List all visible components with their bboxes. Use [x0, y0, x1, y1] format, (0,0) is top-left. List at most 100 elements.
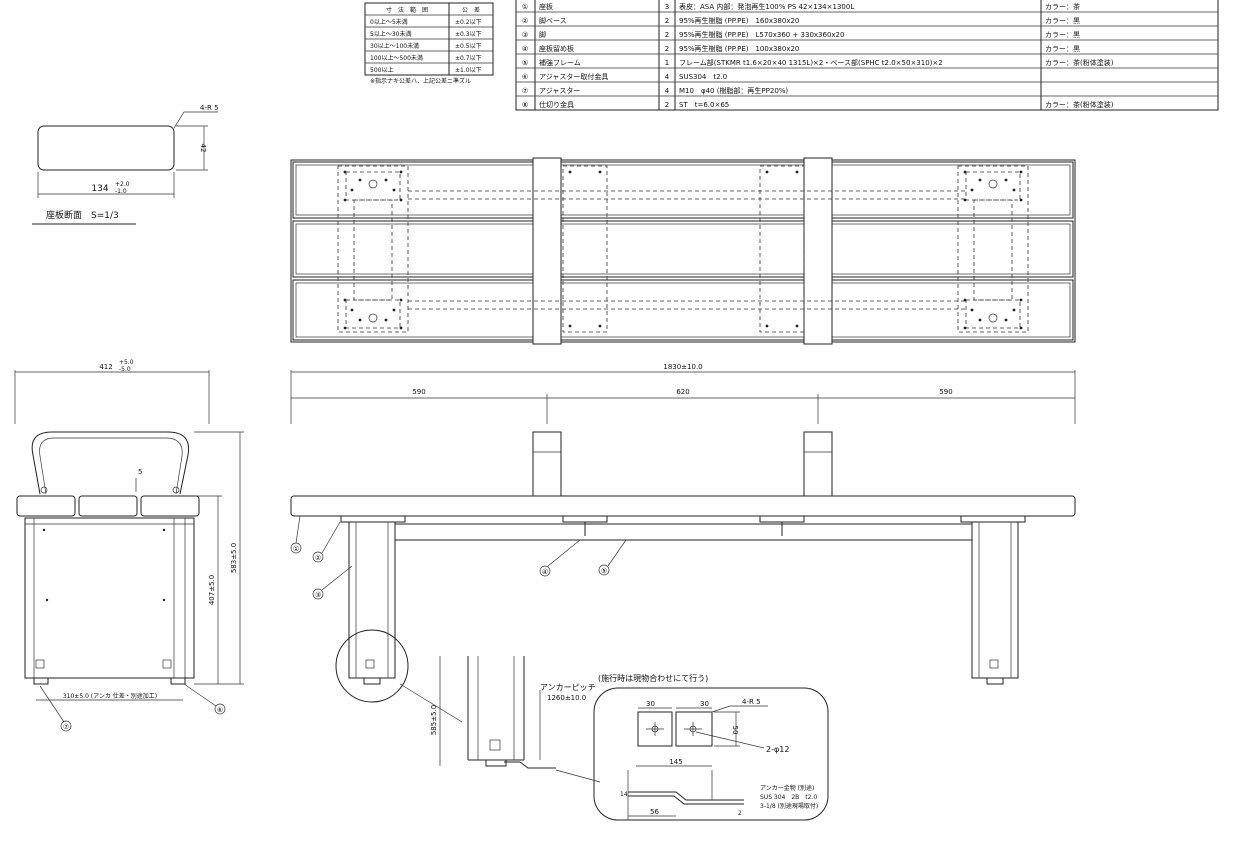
bolt-hole: [963, 298, 967, 302]
bolt-hole: [795, 324, 799, 328]
bolt-hole: [963, 198, 967, 202]
anchor-note: (施行時は現物合わせにて行う): [598, 673, 708, 683]
bolt-hole: [399, 298, 403, 302]
part-number: ③: [522, 31, 528, 39]
part-spec: 95%再生樹脂 (PP.PE) 100x380x20: [679, 44, 799, 53]
part-qty: 3: [665, 3, 669, 11]
anchor-dim-30a: 30: [646, 700, 655, 708]
partition-bar: [532, 431, 562, 497]
adjuster: [170, 677, 186, 685]
bolt-hole: [1012, 188, 1016, 192]
bolt-hole: [358, 178, 362, 182]
bolt-hole: [399, 170, 403, 174]
callout-2: ②: [315, 554, 321, 562]
anchor-spec-2: SUS 304 2B t2.0: [760, 794, 817, 801]
bolt-hole: [343, 326, 347, 330]
callout-4: ④: [542, 568, 548, 576]
front-view: 1830±10.0 590 620 590: [290, 363, 1076, 723]
tol-value: ±0.3以下: [455, 31, 482, 38]
part-qty: 4: [665, 87, 670, 95]
part-qty: 2: [665, 101, 669, 109]
part-name: アジャスター: [539, 86, 580, 95]
bolt-hole: [384, 178, 388, 182]
bolt-hole: [1019, 170, 1023, 174]
anchor-plate-detail: [593, 687, 829, 821]
section-width-tol-plus: +2.0: [115, 181, 130, 188]
bolt-hole: [399, 326, 403, 330]
bolt-hole: [392, 188, 396, 192]
part-name: 脚ベース: [539, 16, 567, 25]
anchor-leg-height-dim: 585±5.0: [430, 705, 438, 735]
part-number: ⑥: [522, 73, 528, 81]
bolt-hole: [350, 188, 354, 192]
bolt-hole: [970, 308, 974, 312]
bolt-hole: [358, 318, 362, 322]
section-width-tol-minus: -1.0: [115, 188, 127, 195]
side-view: 412 +5.0 -5.0 5 583±5.0: [14, 359, 244, 732]
part-color: カラー：茶(粉体塗装): [1045, 58, 1114, 67]
side-width-tol-plus: +5.0: [119, 359, 134, 366]
detail-circle: [335, 629, 409, 703]
callout-1: ①: [293, 545, 299, 553]
callout-7: ⑦: [63, 723, 69, 731]
bolt-hole: [399, 198, 403, 202]
part-name: 座板留め板: [539, 44, 574, 53]
bolt-hole: [1004, 318, 1008, 322]
anchor-dim-56: 56: [650, 808, 659, 816]
partition-bar: [803, 157, 833, 345]
part-number: ⑧: [522, 101, 528, 109]
part-spec: 95%再生樹脂 (PP.PE) 160x380x20: [679, 16, 799, 25]
tol-header-range: 寸 法 範 囲: [386, 6, 428, 14]
bolt-hole: [384, 318, 388, 322]
front-segment-dim: 620: [676, 388, 689, 396]
part-number: ①: [522, 3, 528, 11]
bolt-hole: [392, 308, 396, 312]
seat-slat: [292, 279, 1074, 341]
side-width-dim: 412: [99, 363, 112, 371]
seat-slat: [292, 161, 1074, 219]
anchor-dim-14: 14: [620, 791, 628, 798]
part-qty: 4: [665, 73, 670, 81]
seat-section-view: 4-R 5 42 134 +2.0 -1.0 座板断面 S=1/3: [32, 104, 219, 225]
anchor-spec-3: 3-1/8 (別途現場取付): [760, 802, 818, 810]
callout-3: ③: [315, 591, 321, 599]
part-spec: M10 φ40 (樹脂部：再生PP20%): [679, 86, 788, 95]
side-width-tol-minus: -5.0: [119, 366, 131, 373]
bolt-hole: [1012, 308, 1016, 312]
part-number: ⑤: [522, 59, 528, 67]
top-plan-view: [290, 157, 1076, 345]
anchor-pitch-dim: 1260±10.0: [547, 694, 586, 702]
bolt-hole: [1019, 326, 1023, 330]
bolt-hole: [963, 326, 967, 330]
section-width-dim: 134: [91, 184, 108, 194]
side-seat-height-dim: 407±5.0: [208, 575, 216, 605]
tol-range: 0以上～5未満: [370, 18, 408, 26]
side-total-height-dim: 583±5.0: [230, 543, 238, 573]
bolt-hole: [598, 324, 602, 328]
part-qty: 1: [665, 59, 669, 67]
reinforcement-frame: [394, 523, 973, 541]
side-base-width-dim: 310±5.0 (アンカ 仕差・別途加工): [63, 692, 157, 700]
tol-range: 5以上～30未満: [370, 30, 411, 38]
part-spec: 95%再生樹脂 (PP.PE) L570x360 + 330x360x20: [679, 30, 844, 39]
bolt-hole: [765, 324, 769, 328]
seat-slat-section: [140, 495, 200, 517]
part-name: アジャスター取付金具: [539, 72, 608, 81]
part-color: カラー：黒: [1045, 17, 1080, 25]
part-qty: 2: [665, 45, 669, 53]
part-spec: SUS304 t2.0: [679, 73, 727, 81]
part-spec: フレーム部(STKMR t1.6×20×40 1315L)×2・ベース部(SPH…: [679, 58, 943, 67]
front-segment-dim: 590: [412, 388, 425, 396]
tol-value: ±1.0以下: [455, 67, 482, 74]
leg-body: [24, 517, 195, 679]
section-height-dim: 42: [199, 144, 207, 153]
anchor-dim-2: 2: [738, 810, 742, 817]
front-segment-dim: 590: [939, 388, 952, 396]
part-color: カラー：茶(粉体塗装): [1045, 100, 1114, 109]
part-name: 補強フレーム: [539, 58, 581, 67]
part-qty: 2: [665, 17, 669, 25]
section-caption: 座板断面 S=1/3: [46, 209, 119, 221]
part-number: ②: [522, 17, 528, 25]
part-color: カラー：茶: [1045, 2, 1080, 11]
